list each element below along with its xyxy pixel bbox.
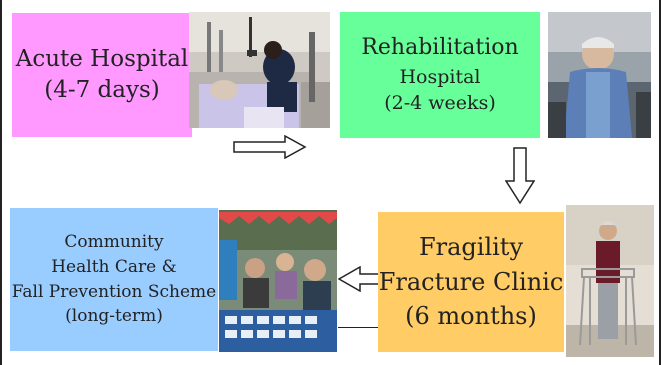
fracture-clinic-duration: (6 months) bbox=[405, 302, 537, 331]
hollow-arrow-right-icon bbox=[233, 135, 307, 159]
rehabilitation-duration: (2-4 weeks) bbox=[384, 92, 496, 115]
community-label: Community bbox=[64, 232, 164, 253]
fragility-fracture-clinic-box: Fragility Fracture Clinic (6 months) bbox=[378, 212, 564, 352]
community-health-care-box: Community Health Care & Fall Prevention … bbox=[10, 208, 218, 351]
fracture-clinic-label: Fracture Clinic bbox=[378, 267, 564, 296]
acute-hospital-label: Acute Hospital bbox=[15, 45, 189, 72]
acute-hospital-duration: (4-7 days) bbox=[44, 77, 160, 103]
rehabilitation-label: Rehabilitation bbox=[361, 35, 519, 60]
fragility-label: Fragility bbox=[418, 232, 524, 261]
rehabilitation-photo bbox=[548, 12, 651, 138]
fall-prevention-label: Fall Prevention Scheme bbox=[11, 281, 217, 302]
community-duration: (long-term) bbox=[65, 306, 163, 327]
walker-patient-photo bbox=[566, 205, 654, 357]
community-event-photo bbox=[219, 210, 337, 352]
acute-hospital-box: Acute Hospital (4-7 days) bbox=[12, 13, 192, 137]
community-health-care-label: Health Care & bbox=[51, 256, 177, 277]
rehabilitation-sublabel: Hospital bbox=[399, 65, 481, 88]
connector-line bbox=[338, 327, 380, 328]
hollow-arrow-down-icon bbox=[505, 147, 535, 205]
acute-hospital-photo bbox=[189, 12, 330, 128]
rehabilitation-hospital-box: Rehabilitation Hospital (2-4 weeks) bbox=[340, 12, 540, 138]
